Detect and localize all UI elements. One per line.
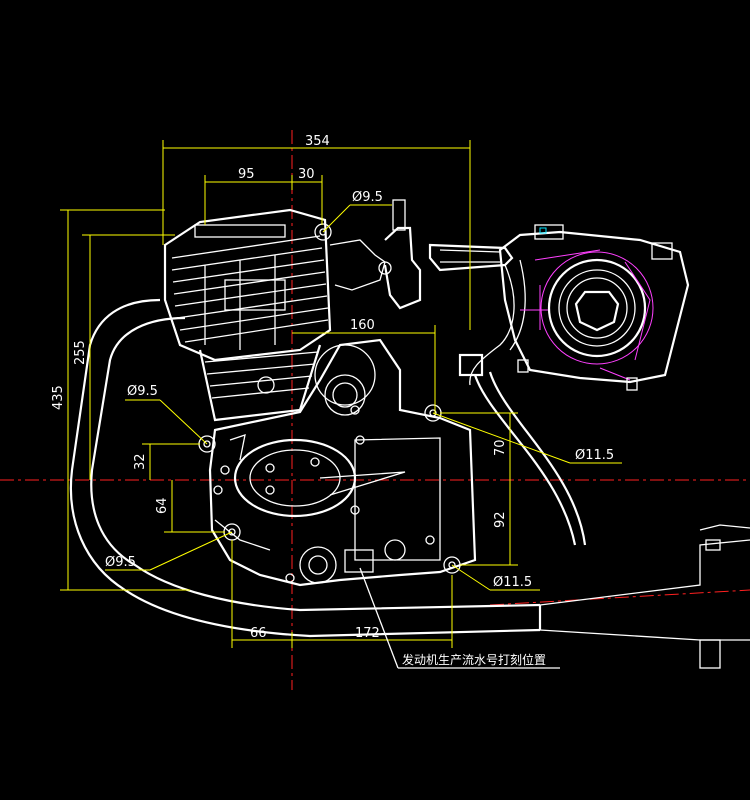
cylinder-barrel bbox=[198, 344, 322, 422]
dim-lower-left-vertical: 32 bbox=[133, 453, 148, 470]
dim-right-upper-vertical: 70 bbox=[493, 439, 508, 456]
dim-lower-left-depth: 64 bbox=[155, 497, 170, 514]
carburetor bbox=[329, 199, 587, 546]
dim-cylinder-height: 255 bbox=[73, 340, 88, 365]
hole-right-lower-label: Ø11.5 bbox=[493, 575, 532, 590]
dimension-labels: 354 95 30 160 435 255 32 64 70 92 66 172… bbox=[51, 134, 614, 667]
dim-cylinder-offset: 95 bbox=[238, 167, 255, 182]
dim-head-offset: 30 bbox=[298, 167, 315, 182]
hole-right-upper-label: Ø11.5 bbox=[575, 448, 614, 463]
dim-carb-offset: 160 bbox=[350, 318, 375, 333]
crankcase bbox=[208, 338, 477, 587]
dimension-lines bbox=[60, 140, 622, 669]
air-filter-box bbox=[498, 224, 690, 391]
serial-number-note: 发动机生产流水号打刻位置 bbox=[402, 652, 546, 667]
hole-left-upper-label: Ø9.5 bbox=[127, 384, 158, 399]
cylinder-head bbox=[163, 208, 332, 362]
dim-overall-width: 354 bbox=[305, 134, 330, 149]
dim-overall-height: 435 bbox=[51, 385, 66, 410]
dim-right-lower-vertical: 92 bbox=[493, 511, 508, 528]
dim-bottom-left: 66 bbox=[250, 626, 267, 641]
exhaust-pipe bbox=[69, 298, 750, 669]
hole-top-label: Ø9.5 bbox=[352, 190, 383, 205]
dim-bottom-right: 172 bbox=[355, 626, 380, 641]
hole-left-lower-label: Ø9.5 bbox=[105, 555, 136, 570]
